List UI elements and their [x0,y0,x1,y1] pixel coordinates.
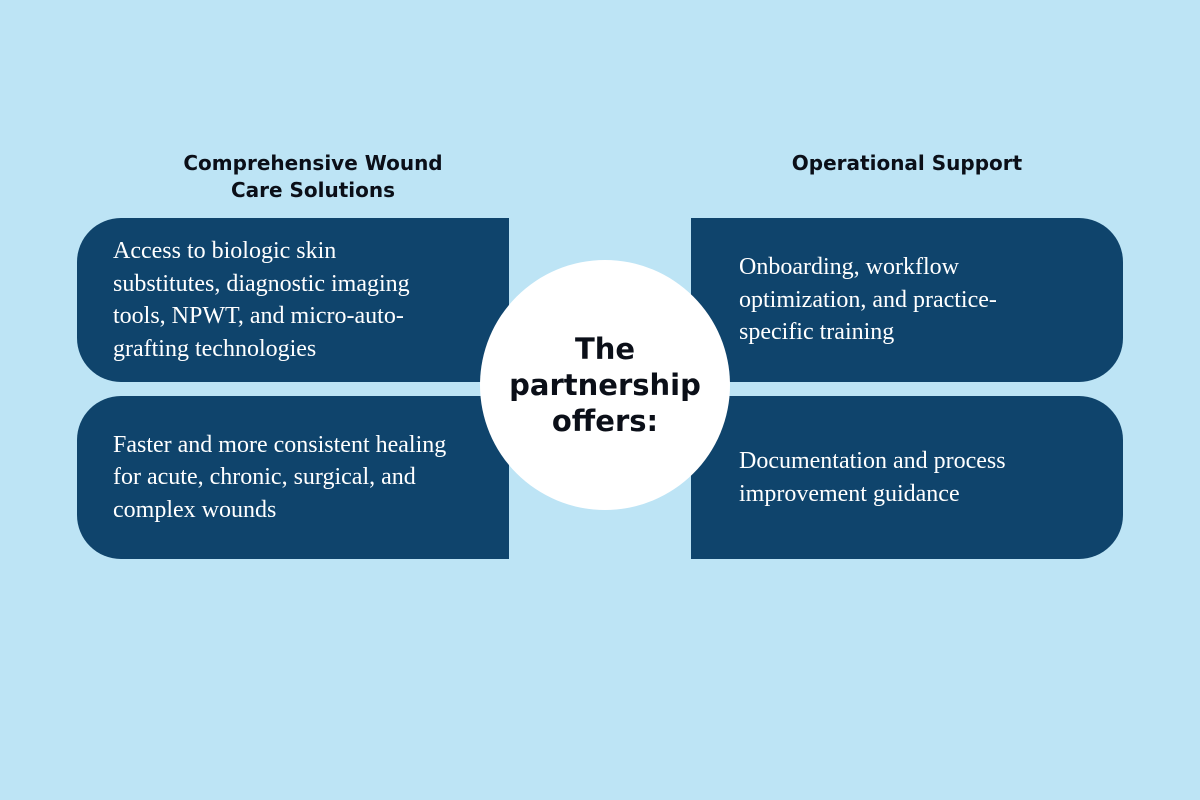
card-onboarding-text: Onboarding, workflow optimization, and p… [739,254,997,346]
card-biologic-access-text: Access to biologic skin substitutes, dia… [113,238,410,362]
card-faster-healing-text: Faster and more consistent healing for a… [113,431,447,523]
card-onboarding: Onboarding, workflow optimization, and p… [691,218,1123,382]
center-circle: The partnership offers: [480,260,730,510]
card-faster-healing: Faster and more consistent healing for a… [77,396,509,559]
heading-wound-care-solutions: Comprehensive Wound Care Solutions [183,151,443,202]
card-documentation-text: Documentation and process improvement gu… [739,448,1006,507]
center-label: The partnership offers: [509,332,701,438]
card-biologic-access: Access to biologic skin substitutes, dia… [77,218,509,382]
card-documentation: Documentation and process improvement gu… [691,396,1123,559]
heading-operational-support: Operational Support [791,151,1023,175]
